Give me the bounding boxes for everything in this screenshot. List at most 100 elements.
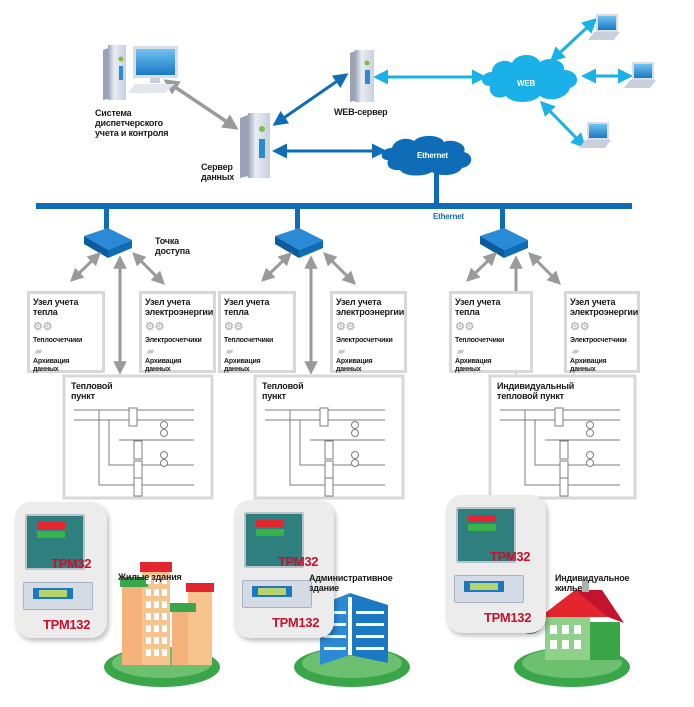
heat-node-title: Узел учета тепла: [224, 297, 270, 317]
desktop-computer-icon: [103, 45, 178, 100]
usb-stick-icon: ▰: [226, 346, 233, 356]
trm132-label: ТРМ132: [484, 610, 532, 625]
power-metering-node: [564, 291, 640, 373]
window: [146, 601, 151, 608]
window: [162, 589, 167, 596]
window: [146, 637, 151, 644]
ethernet-bus-label: Ethernet: [433, 212, 464, 221]
trm32-device-icon: [25, 514, 85, 570]
laptop-keyboard: [624, 80, 656, 88]
trm32-display-red: [256, 520, 284, 527]
gears-icon: ⚙⚙: [336, 321, 356, 333]
window: [574, 640, 581, 649]
building-label: Жилые здания: [118, 572, 182, 582]
power-archive-label: Архивация данных: [145, 358, 182, 373]
substation-title: Индивидуальный тепловой пункт: [497, 381, 575, 401]
network-switch-icon: [84, 228, 132, 258]
window: [550, 640, 557, 649]
power-archive-label: Архивация данных: [336, 358, 373, 373]
power-node-title: Узел учета электроэнергии: [570, 297, 639, 317]
server-tower-icon: [240, 113, 270, 178]
dispatch-system-label: Система диспетчерского учета и контроля: [95, 108, 169, 138]
window-band: [324, 611, 346, 614]
heat-node-title: Узел учета тепла: [455, 297, 501, 317]
trm32-display-red: [468, 515, 496, 522]
switch-front: [108, 240, 132, 258]
building-label: Индивидуальное жилье: [555, 573, 630, 593]
pump-4: [160, 459, 168, 467]
window: [146, 625, 151, 632]
power-meters-label: Электросчетчики: [145, 337, 202, 344]
heat-metering-node: [27, 291, 105, 373]
pump-1: [586, 421, 594, 429]
usb-stick-icon: ▰: [147, 346, 154, 356]
ethernet-bus: [36, 203, 632, 209]
heat-node-title: Узел учета тепла: [33, 297, 79, 317]
substation-title: Тепловой пункт: [262, 381, 304, 401]
substation-title: Тепловой пункт: [71, 381, 113, 401]
cloud-icon: [481, 54, 578, 102]
link-ap-power-node: [528, 252, 561, 285]
building-label: Административное здание: [309, 573, 393, 593]
window: [562, 625, 569, 634]
heat-exchanger-2: [324, 440, 334, 460]
branch-2: [253, 209, 410, 687]
window: [154, 625, 159, 632]
gears-icon: ⚙⚙: [570, 321, 590, 333]
window-band: [356, 611, 384, 614]
usb-stick-icon: ▰: [572, 346, 579, 356]
switch-side: [275, 236, 299, 258]
link-web-laptop-3: [539, 100, 587, 149]
web-server-label: WEB-сервер: [334, 107, 388, 117]
house-roof-side: [575, 590, 624, 623]
gears-icon: ⚙⚙: [455, 321, 475, 333]
window: [146, 613, 151, 620]
window: [162, 601, 167, 608]
data-server-label: Сервер данных: [201, 162, 235, 182]
heat-exchanger-2: [559, 440, 569, 460]
trm132-screen: [470, 583, 498, 590]
usb-stick-icon: ▰: [457, 346, 464, 356]
power-node-title: Узел учета электроэнергии: [145, 297, 214, 317]
bus-drop: [500, 209, 505, 229]
roof-green-2: [170, 603, 196, 612]
heat-exchanger-3: [324, 460, 334, 480]
pump-2: [586, 429, 594, 437]
window: [550, 625, 557, 634]
window: [146, 589, 151, 596]
window-band: [324, 635, 346, 638]
heat-archive-label: Архивация данных: [33, 358, 70, 373]
power-metering-node: [139, 291, 216, 373]
laptop-screen: [589, 124, 607, 138]
house-roof: [540, 590, 610, 617]
heat-meters-label: Теплосчетчики: [33, 337, 83, 344]
trm132-label: ТРМ132: [272, 615, 320, 630]
heat-archive-label: Архивация данных: [224, 358, 261, 373]
switch-top: [275, 228, 323, 250]
heat-exchanger-4: [559, 477, 569, 497]
gears-icon: ⚙⚙: [33, 321, 53, 333]
heat-exchanger-4: [133, 477, 143, 497]
trm32-display-green: [468, 524, 496, 531]
heating-schematic: [74, 407, 194, 497]
pump-4: [586, 459, 594, 467]
window-band: [356, 647, 384, 650]
pump-3: [351, 451, 359, 459]
access-point-label: Точка доступа: [155, 236, 190, 256]
heat-metering-node: [218, 291, 296, 373]
laptop-screen: [598, 16, 616, 30]
heat-exchanger-1: [554, 407, 564, 427]
laptop-keyboard: [579, 140, 611, 148]
cloud-icon: [381, 135, 472, 176]
window-band: [356, 623, 384, 626]
heat-exchanger-3: [559, 460, 569, 480]
window-band: [324, 623, 346, 626]
link-ap-power-node: [323, 252, 356, 285]
pump-3: [160, 451, 168, 459]
switch-top: [84, 228, 132, 250]
roof-red-1: [140, 562, 172, 572]
window: [146, 649, 151, 656]
link-ap-power-node: [132, 252, 165, 285]
trm32-label: ТРМ32: [278, 554, 319, 569]
window-band: [324, 647, 346, 650]
